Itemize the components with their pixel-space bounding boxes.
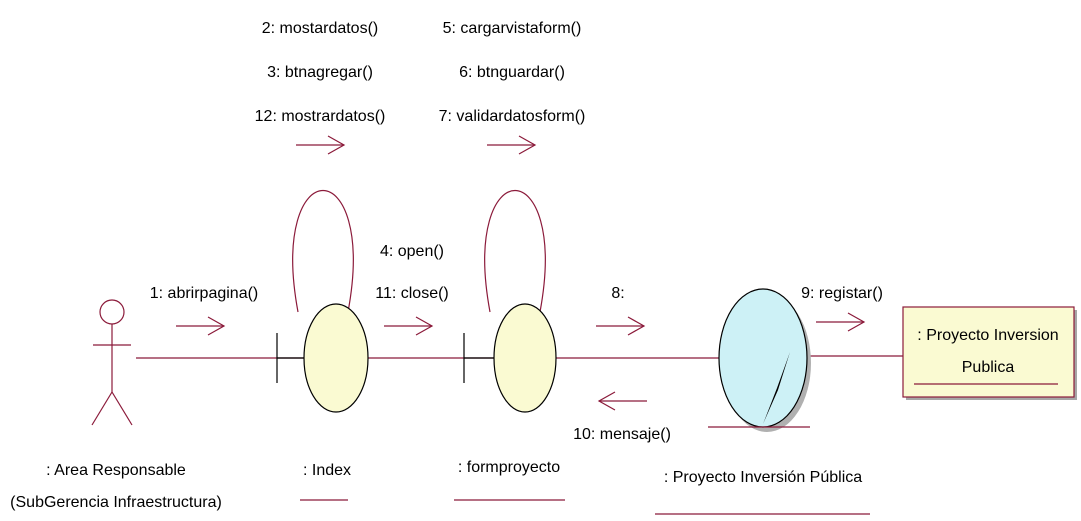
arrow-messages-2-3-12	[296, 135, 346, 155]
arrow-message-1	[176, 316, 226, 336]
actor-label-line1: : Area Responsable	[46, 462, 186, 479]
object-label-control: : Proyecto Inversión Pública	[664, 469, 862, 486]
self-link-index	[292, 190, 354, 313]
message-5: 5: cargarvistaform()	[443, 20, 582, 37]
object-label-formproyecto: : formproyecto	[458, 459, 560, 476]
entity-label-line1: : Proyecto Inversion	[917, 327, 1058, 344]
message-7: 7: validardatosform()	[439, 108, 586, 125]
arrow-messages-5-6-7	[487, 135, 537, 155]
message-1: 1: abrirpagina()	[150, 285, 259, 302]
actor-area-responsable[interactable]	[91, 299, 133, 426]
message-3: 3: btnagregar()	[267, 64, 373, 81]
arrow-message-9	[816, 312, 866, 332]
message-11: 11: close()	[375, 285, 449, 302]
message-12: 12: mostrardatos()	[255, 108, 386, 125]
boundary-formproyecto[interactable]	[463, 303, 557, 413]
message-2: 2: mostardatos()	[262, 20, 378, 37]
object-label-index: : Index	[303, 462, 351, 479]
message-6: 6: btnguardar()	[459, 64, 565, 81]
message-8: 8:	[611, 285, 624, 302]
message-10: 10: mensaje()	[573, 426, 671, 443]
arrow-messages-4-11	[384, 316, 434, 336]
message-9: 9: registar()	[801, 285, 883, 302]
control-proyecto-inversion-publica[interactable]	[718, 288, 811, 432]
arrow-message-10	[597, 391, 647, 411]
boundary-index[interactable]	[276, 303, 369, 413]
entity-proyecto-inversion-publica[interactable]	[902, 306, 1077, 400]
entity-label-line2: Publica	[962, 359, 1015, 376]
arrow-message-8	[596, 316, 646, 336]
message-4: 4: open()	[380, 243, 444, 260]
self-link-formproyecto	[484, 190, 546, 313]
actor-label-line2: (SubGerencia Infraestructura)	[10, 494, 222, 511]
